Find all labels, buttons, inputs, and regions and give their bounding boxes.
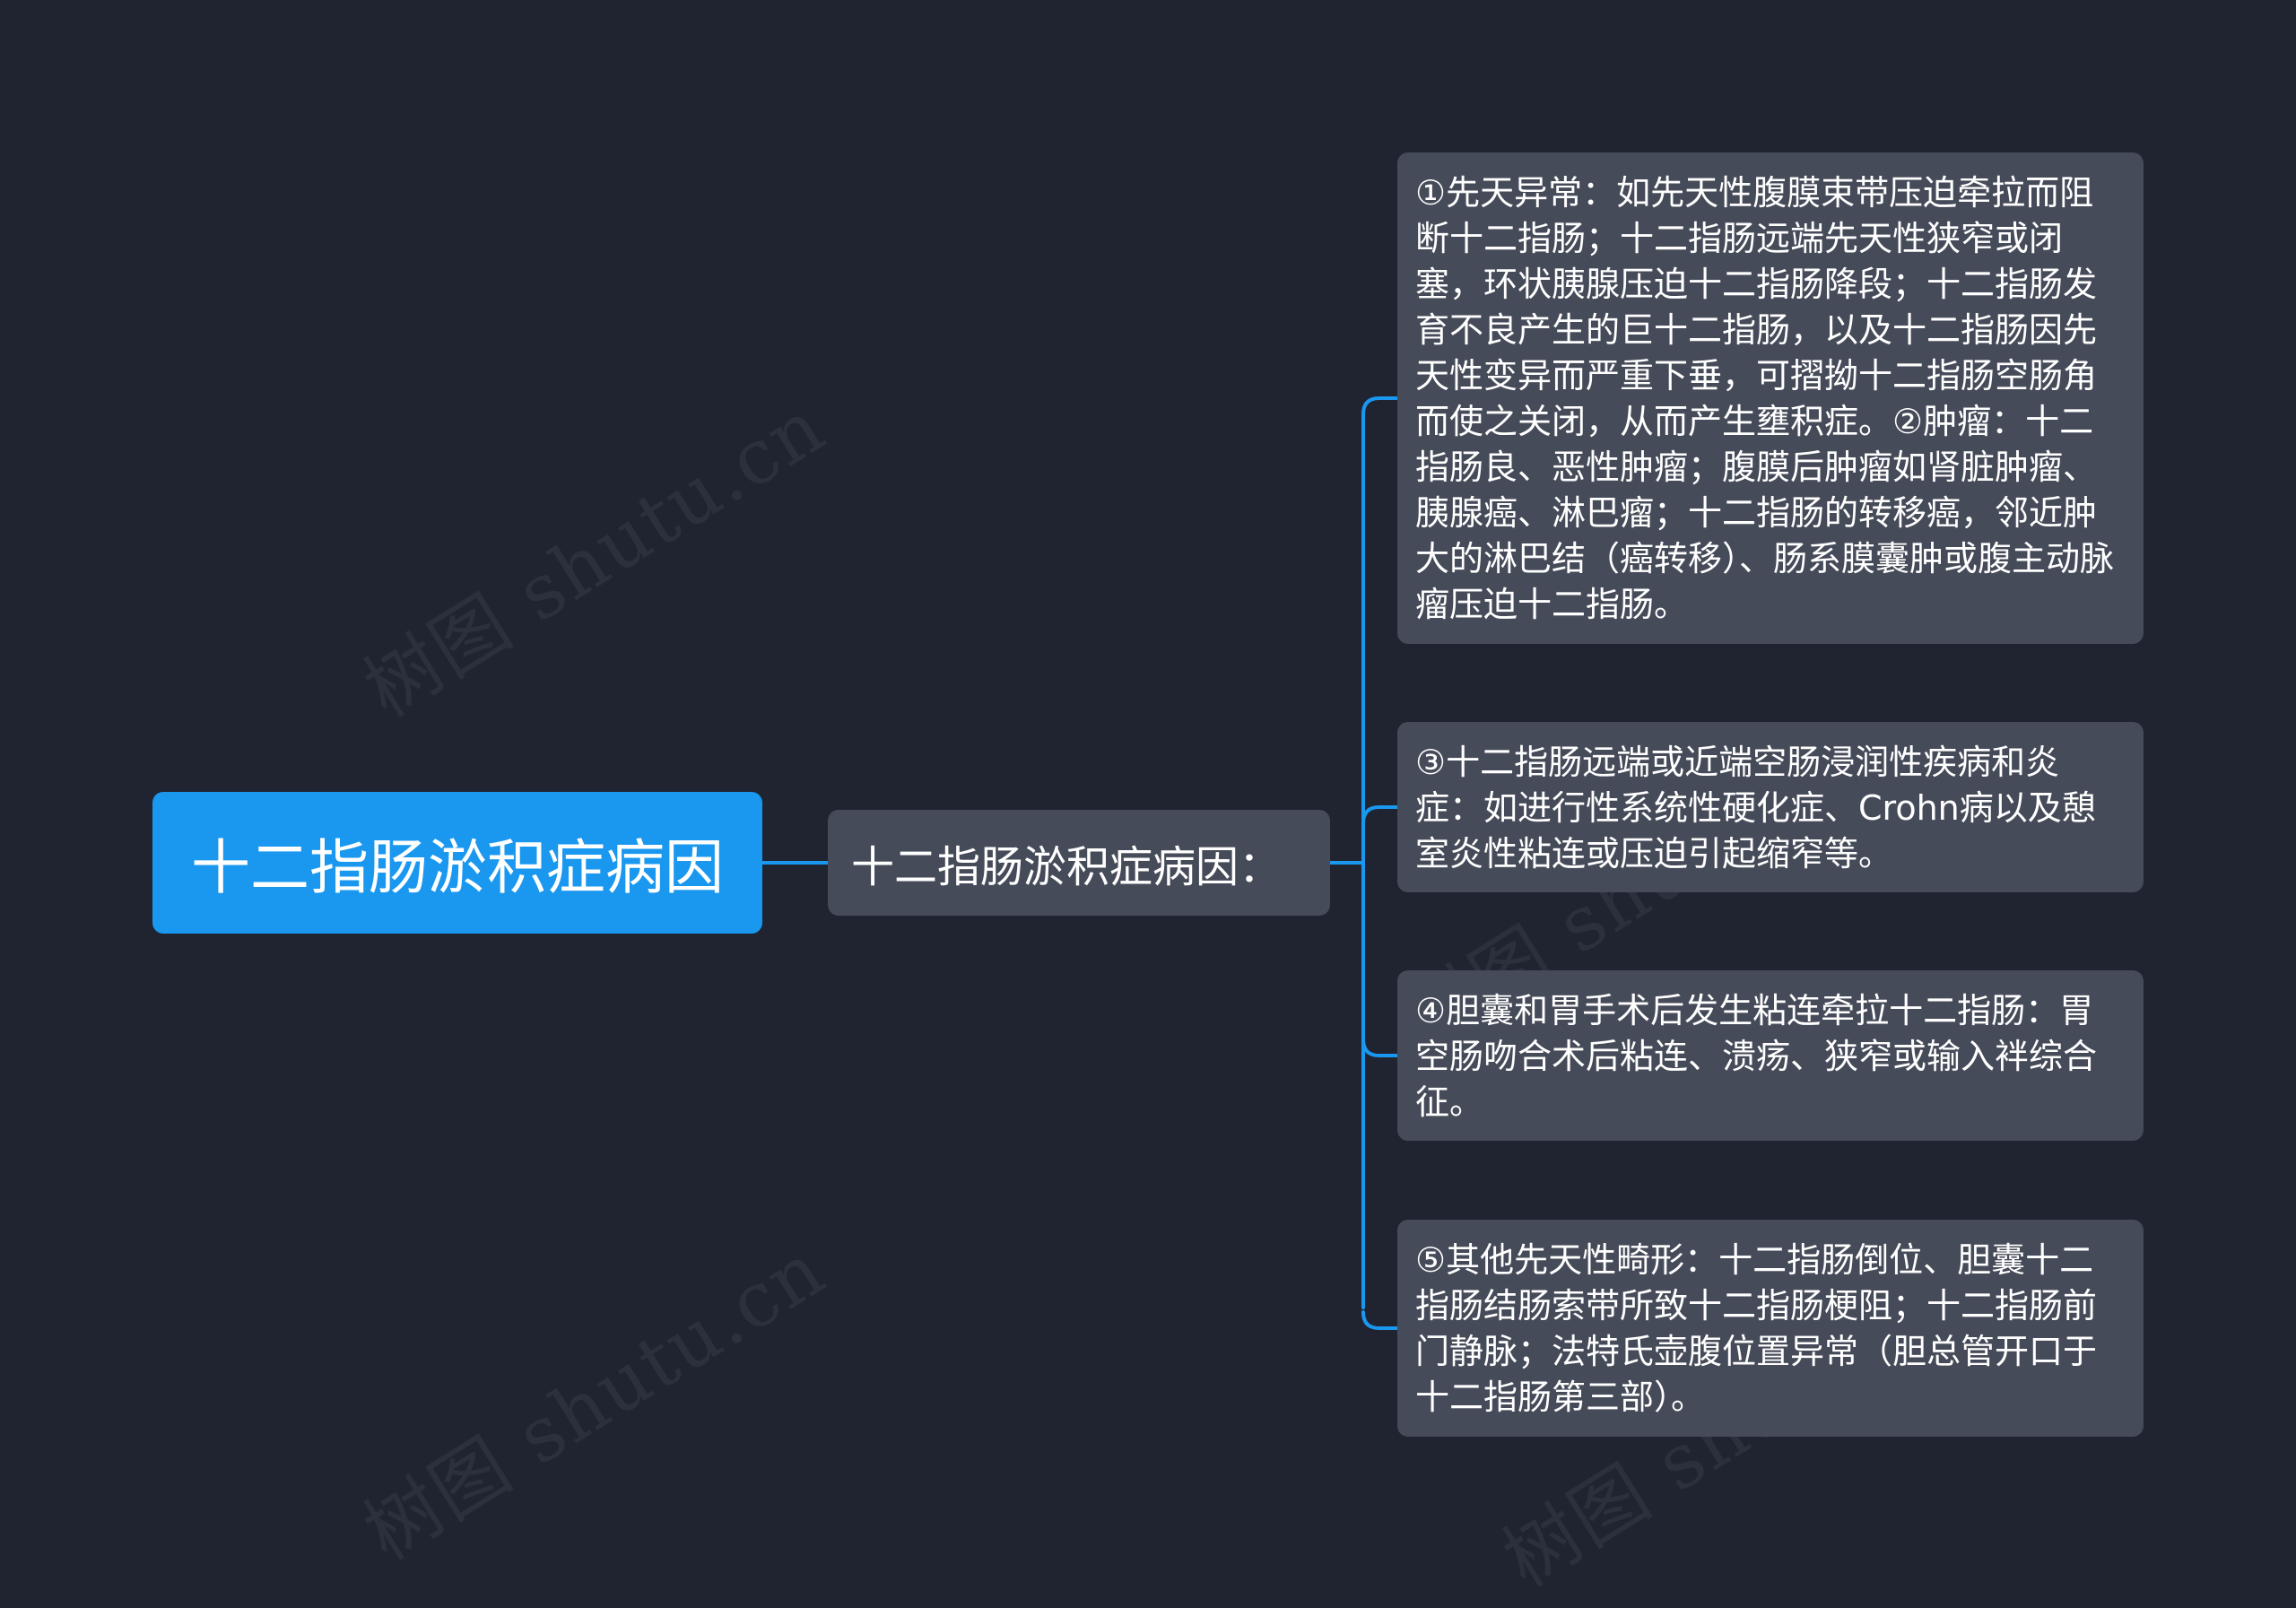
leaf-connector-1 xyxy=(1361,396,1399,416)
leaf-topic-text: ③十二指肠远端或近端空肠浸润性疾病和炎症：如进行性系统性硬化症、Crohn病以及… xyxy=(1415,743,2096,874)
leaf-topic-text: ④胆囊和胃手术后发生粘连牵拉十二指肠：胃空肠吻合术后粘连、溃疡、狭窄或输入袢综合… xyxy=(1415,991,2098,1122)
leaf-topic-text: ⑤其他先天性畸形：十二指肠倒位、胆囊十二指肠结肠索带所致十二指肠梗阻；十二指肠前… xyxy=(1415,1240,2098,1417)
leaf-connector-3 xyxy=(1361,1038,1399,1057)
root-topic[interactable]: 十二指肠淤积症病因 xyxy=(152,792,762,934)
branch-topic-label: 十二指肠淤积症病因： xyxy=(851,842,1283,892)
leaf-connector-4 xyxy=(1361,1310,1399,1330)
leaf-topic[interactable]: ①先天异常：如先天性腹膜束带压迫牵拉而阻断十二指肠；十二指肠远端先天性狭窄或闭塞… xyxy=(1397,152,2144,644)
branch-topic[interactable]: 十二指肠淤积症病因： xyxy=(828,810,1330,916)
leaf-topic-text: ①先天异常：如先天性腹膜束带压迫牵拉而阻断十二指肠；十二指肠远端先天性狭窄或闭塞… xyxy=(1415,173,2115,624)
leaf-topic[interactable]: ③十二指肠远端或近端空肠浸润性疾病和炎症：如进行性系统性硬化症、Crohn病以及… xyxy=(1397,722,2144,892)
leaf-connector-2 xyxy=(1361,805,1399,825)
root-topic-label: 十二指肠淤积症病因 xyxy=(191,833,724,902)
leaf-topic[interactable]: ④胆囊和胃手术后发生粘连牵拉十二指肠：胃空肠吻合术后粘连、溃疡、狭窄或输入袢综合… xyxy=(1397,970,2144,1141)
leaf-topic[interactable]: ⑤其他先天性畸形：十二指肠倒位、胆囊十二指肠结肠索带所致十二指肠梗阻；十二指肠前… xyxy=(1397,1220,2144,1437)
